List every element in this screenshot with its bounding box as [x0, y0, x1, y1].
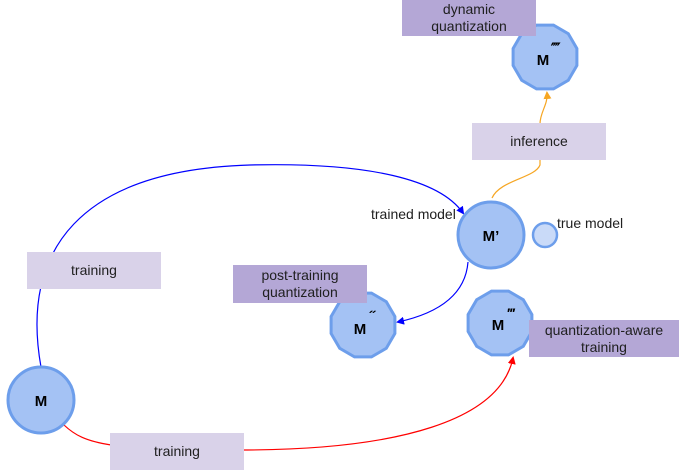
label-quantization-aware-training: quantization-aware training [529, 320, 679, 357]
node-m-ptq-marks: ˝ [369, 309, 377, 326]
node-m-ptq-label: M [354, 321, 367, 338]
label-trained-model: trained model [371, 206, 456, 222]
node-m-dyn-marks: ⁗ [550, 40, 561, 56]
node-true-model[interactable] [531, 221, 559, 249]
node-m-prime-label: M’ [483, 228, 500, 245]
node-m-qat-label: M [492, 317, 505, 334]
label-inference-text: inference [510, 133, 568, 149]
node-true-model-shape [531, 221, 559, 249]
label-training-top-text: training [71, 262, 117, 278]
label-training-bottom: training [110, 433, 244, 470]
edge-m-to-mqat-training [63, 356, 516, 451]
label-training-bottom-text: training [154, 443, 200, 459]
node-m-label: M [35, 393, 48, 410]
label-true-model: true model [557, 215, 624, 231]
node-m-ptq[interactable]: M ˝ [329, 291, 397, 359]
label-quantization-aware-training-text: quantization-aware training [544, 321, 664, 355]
node-m-dyn-shape [511, 23, 579, 91]
label-post-training-quantization-text: post-training quantization [261, 267, 339, 300]
edge-mprime-to-mptq [396, 261, 469, 325]
edge-mprime-to-mdyn-inference [491, 93, 547, 199]
node-m-prime-shape [456, 200, 526, 270]
label-inference: inference [472, 123, 606, 160]
node-m-qat[interactable]: M ‴ [466, 289, 534, 357]
node-m[interactable]: M [6, 365, 76, 435]
node-m-prime[interactable]: M’ [456, 200, 526, 270]
node-m-shape [6, 365, 76, 435]
node-m-dyn-label: M [537, 52, 550, 69]
label-training-top: training [27, 252, 161, 289]
label-post-training-quantization: post-training quantization [233, 265, 367, 303]
label-dynamic-quantization-text: dynamic quantization [431, 1, 507, 34]
node-m-qat-shape [466, 289, 534, 357]
label-dynamic-quantization: dynamic quantization [402, 0, 536, 36]
node-m-dyn[interactable]: M ⁗ [511, 23, 579, 91]
node-m-qat-marks: ‴ [507, 305, 516, 321]
node-m-ptq-shape [329, 291, 397, 359]
